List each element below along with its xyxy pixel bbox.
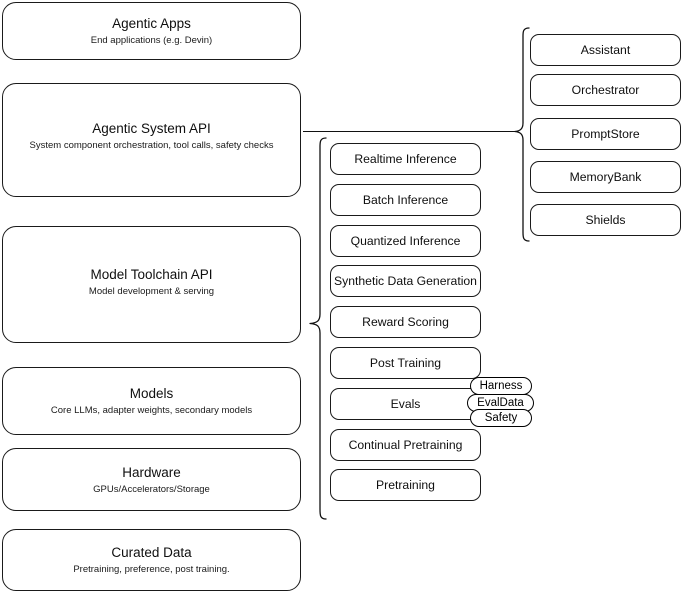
layer-title: Model Toolchain API: [90, 267, 213, 282]
component-memorybank[interactable]: MemoryBank: [530, 161, 681, 193]
component-label: Batch Inference: [362, 192, 449, 207]
connector-agentic-system-api: [303, 131, 518, 133]
layer-subtitle: End applications (e.g. Devin): [90, 35, 213, 46]
layer-subtitle: Core LLMs, adapter weights, secondary mo…: [50, 405, 253, 416]
layer-title: Curated Data: [111, 545, 192, 560]
layer-title: Agentic Apps: [112, 16, 191, 31]
component-orchestrator[interactable]: Orchestrator: [530, 74, 681, 106]
pill-harness[interactable]: Harness: [470, 377, 532, 395]
component-label: Assistant: [580, 42, 631, 57]
component-quantized-inference[interactable]: Quantized Inference: [330, 225, 481, 257]
component-realtime-inference[interactable]: Realtime Inference: [330, 143, 481, 175]
component-label: Quantized Inference: [350, 233, 461, 248]
component-label: PromptStore: [571, 126, 640, 141]
layer-models[interactable]: Models Core LLMs, adapter weights, secon…: [2, 367, 301, 435]
component-label: Orchestrator: [571, 82, 640, 97]
component-assistant[interactable]: Assistant: [530, 34, 681, 66]
component-batch-inference[interactable]: Batch Inference: [330, 184, 481, 216]
layer-subtitle: GPUs/Accelerators/Storage: [93, 483, 210, 495]
component-label: Evals: [390, 396, 421, 411]
component-label: Synthetic Data Generation: [334, 273, 477, 288]
component-shields[interactable]: Shields: [530, 204, 681, 236]
component-label: Pretraining: [376, 477, 435, 492]
brace-agentic-components: [514, 27, 530, 242]
component-pretraining[interactable]: Pretraining: [330, 469, 481, 501]
layer-curated-data[interactable]: Curated Data Pretraining, preference, po…: [2, 529, 301, 591]
component-label: MemoryBank: [569, 169, 642, 184]
layer-title: Hardware: [122, 464, 181, 480]
component-post-training[interactable]: Post Training: [330, 347, 481, 379]
layer-title: Agentic System API: [92, 121, 211, 136]
component-label: Post Training: [369, 355, 442, 370]
component-continual-pretraining[interactable]: Continual Pretraining: [330, 429, 481, 461]
layer-subtitle: Pretraining, preference, post training.: [73, 564, 230, 575]
pill-label: Harness: [479, 379, 523, 392]
component-synthetic-data-generation[interactable]: Synthetic Data Generation: [330, 265, 481, 297]
component-label: Realtime Inference: [354, 151, 457, 166]
component-promptstore[interactable]: PromptStore: [530, 118, 681, 150]
component-reward-scoring[interactable]: Reward Scoring: [330, 306, 481, 338]
layer-subtitle: Model development & serving: [88, 286, 215, 297]
component-evals[interactable]: Evals: [330, 388, 481, 420]
pill-safety[interactable]: Safety: [470, 409, 532, 427]
layer-model-toolchain-api[interactable]: Model Toolchain API Model development & …: [2, 226, 301, 343]
pill-label: EvalData: [477, 396, 524, 409]
layer-agentic-system-api[interactable]: Agentic System API System component orch…: [2, 83, 301, 197]
pill-label: Safety: [484, 411, 518, 424]
component-label: Reward Scoring: [362, 314, 449, 329]
layer-title: Models: [129, 386, 174, 401]
layer-subtitle: System component orchestration, tool cal…: [29, 140, 274, 151]
brace-toolchain-components: [309, 137, 327, 520]
layer-agentic-apps[interactable]: Agentic Apps End applications (e.g. Devi…: [2, 2, 301, 60]
layer-hardware[interactable]: Hardware GPUs/Accelerators/Storage: [2, 448, 301, 511]
component-label: Continual Pretraining: [348, 437, 463, 452]
component-label: Shields: [585, 212, 626, 227]
